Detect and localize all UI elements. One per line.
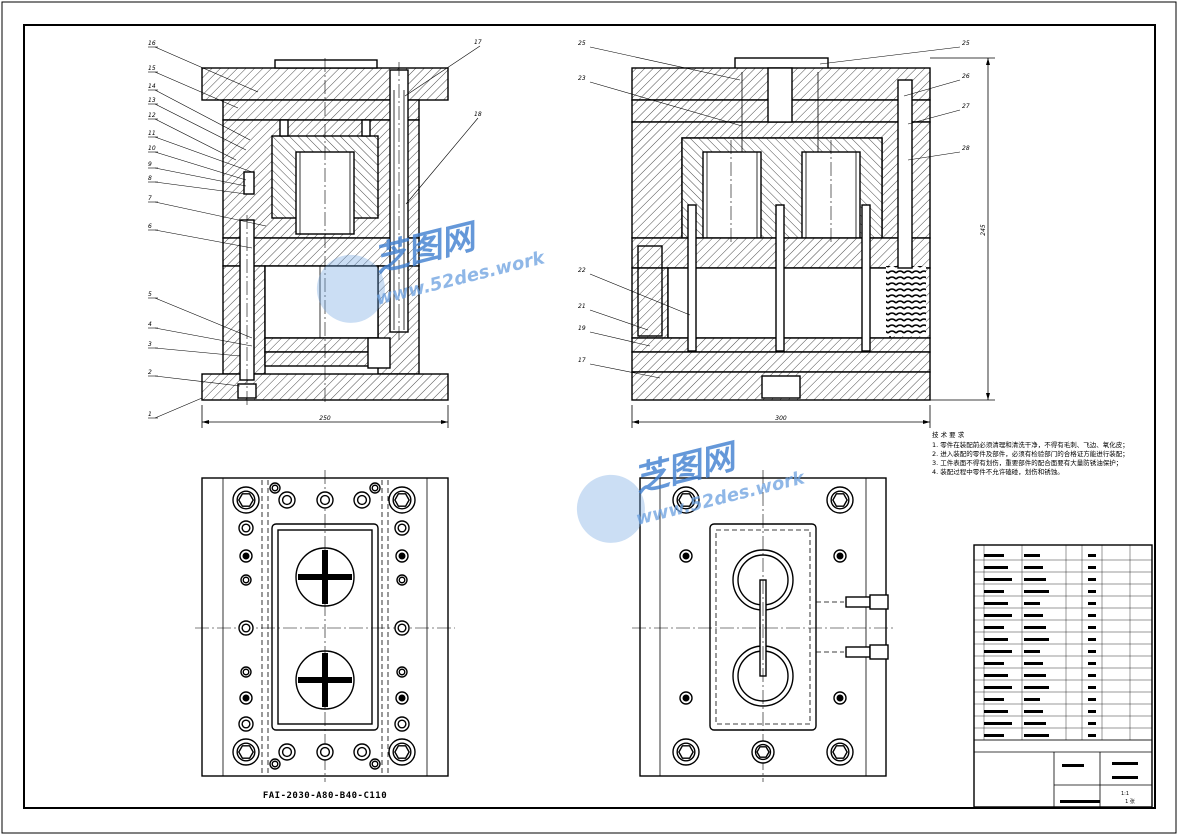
callout-label: 2 bbox=[148, 369, 152, 376]
left-callouts: 16 15 14 13 12 11 10 9 8 7 6 5 4 3 2 1 17 18 bbox=[148, 39, 482, 419]
model-code: FAI-2030-A80-B40-C110 bbox=[263, 791, 387, 801]
dim-height-right: 245 bbox=[980, 224, 987, 236]
callout-label: 1 bbox=[148, 411, 152, 418]
callout-label: 16 bbox=[148, 40, 156, 47]
right-section-view: 300 245 bbox=[631, 57, 995, 428]
callout-label: 9 bbox=[148, 161, 152, 168]
right-callouts: 25 23 22 21 19 17 25 26 27 28 bbox=[578, 40, 970, 379]
left-plan-view: FAI-2030-A80-B40-C110 bbox=[195, 470, 455, 801]
tech-req-item: 1. 零件在装配前必须清理和清洗干净，不得有毛刺、飞边、氧化皮； bbox=[932, 440, 1129, 449]
sheet-count: 1 张 bbox=[1125, 798, 1135, 805]
tech-req-item: 2. 进入装配的零件及部件，必须有检验部门的合格证方能进行装配； bbox=[932, 449, 1129, 458]
callout-label: 25 bbox=[578, 40, 586, 47]
dim-width-right: 300 bbox=[775, 415, 787, 422]
callout-label: 25 bbox=[962, 40, 970, 47]
tech-req-title: 技 术 要 求 bbox=[932, 430, 965, 439]
callout-label: 21 bbox=[578, 303, 586, 310]
technical-requirements: 技 术 要 求 1. 零件在装配前必须清理和清洗干净，不得有毛刺、飞边、氧化皮；… bbox=[932, 430, 1129, 476]
callout-label: 6 bbox=[148, 223, 152, 230]
callout-label: 7 bbox=[148, 195, 152, 202]
tech-req-item: 4. 装配过程中零件不允许磕碰，划伤和锈蚀。 bbox=[932, 467, 1064, 476]
left-section-view: 250 bbox=[201, 58, 449, 428]
callout-label: 13 bbox=[148, 97, 156, 104]
tech-req-item: 3. 工件表面不得有划伤，重要部件的配合面要有大量防锈油保护； bbox=[932, 458, 1122, 467]
callout-label: 10 bbox=[148, 145, 156, 152]
scale: 1:1 bbox=[1121, 791, 1129, 797]
callout-label: 4 bbox=[148, 321, 152, 328]
dim-width-left: 250 bbox=[319, 415, 331, 422]
right-plan-view bbox=[632, 470, 894, 782]
callout-label: 17 bbox=[474, 39, 482, 46]
callout-label: 19 bbox=[578, 325, 586, 332]
callout-label: 14 bbox=[148, 83, 156, 90]
callout-label: 18 bbox=[474, 111, 482, 118]
inner-border bbox=[23, 24, 1156, 809]
callout-label: 8 bbox=[148, 175, 152, 182]
callout-label: 15 bbox=[148, 65, 156, 72]
callout-label: 12 bbox=[148, 112, 156, 119]
callout-label: 11 bbox=[148, 130, 156, 137]
callout-label: 23 bbox=[578, 75, 586, 82]
callout-label: 5 bbox=[148, 291, 152, 298]
callout-label: 22 bbox=[578, 267, 586, 274]
callout-label: 28 bbox=[962, 145, 970, 152]
callout-label: 26 bbox=[962, 73, 970, 80]
callout-label: 3 bbox=[148, 341, 152, 348]
callout-label: 17 bbox=[578, 357, 586, 364]
callout-label: 27 bbox=[962, 103, 970, 110]
title-block: 1 张 1:1 bbox=[973, 544, 1153, 808]
